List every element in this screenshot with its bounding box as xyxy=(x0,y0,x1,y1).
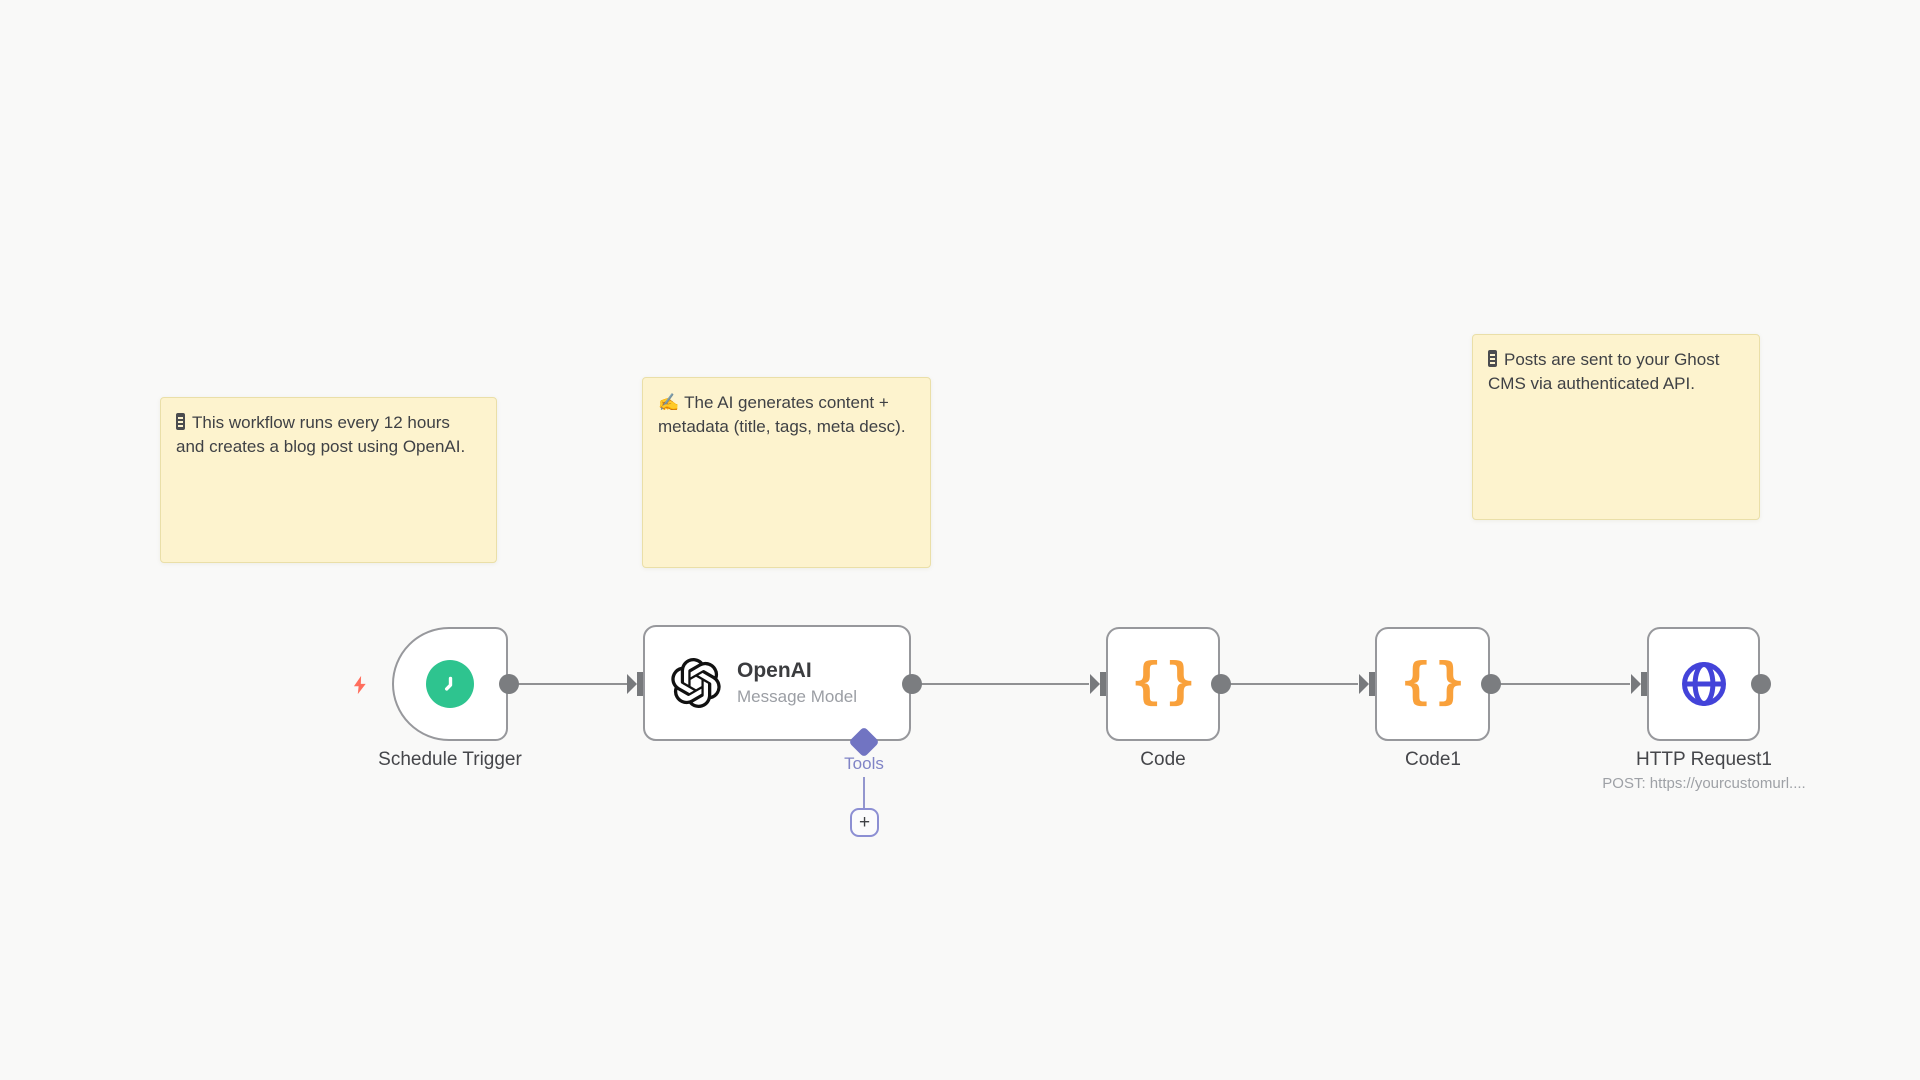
output-endpoint[interactable] xyxy=(902,674,922,694)
lightning-bolt-icon xyxy=(353,675,366,695)
output-endpoint[interactable] xyxy=(1751,674,1771,694)
node-http-request1[interactable] xyxy=(1647,627,1760,741)
output-endpoint[interactable] xyxy=(1481,674,1501,694)
writing-hand-icon: ✍ xyxy=(658,393,680,412)
connection-schedule-openai[interactable] xyxy=(509,683,628,685)
missing-glyph-icon xyxy=(1488,350,1497,367)
input-arrow-icon xyxy=(1090,674,1100,694)
node-label-http-request1: HTTP Request1 xyxy=(1636,749,1772,770)
missing-glyph-icon xyxy=(176,413,185,430)
braces-icon: {} xyxy=(1400,652,1470,710)
globe-icon xyxy=(1681,662,1726,706)
input-endpoint[interactable] xyxy=(1100,672,1109,696)
sticky-note-text: Posts are sent to your Ghost CMS via aut… xyxy=(1488,350,1720,393)
node-label-schedule-trigger: Schedule Trigger xyxy=(378,749,522,770)
input-arrow-icon xyxy=(627,674,637,694)
input-endpoint[interactable] xyxy=(1369,672,1378,696)
openai-logo xyxy=(671,658,721,708)
node-subtitle: Message Model xyxy=(737,687,858,706)
node-label-code: Code xyxy=(1140,749,1186,770)
sticky-note-text: This workflow runs every 12 hours and cr… xyxy=(176,413,466,456)
node-openai[interactable]: OpenAI Message Model xyxy=(643,625,911,741)
sticky-note-ai[interactable]: ✍The AI generates content + metadata (ti… xyxy=(642,377,931,568)
connection-openai-code[interactable] xyxy=(912,683,1089,685)
input-arrow-icon xyxy=(1359,674,1369,694)
add-tool-button[interactable]: + xyxy=(850,808,879,837)
output-endpoint[interactable] xyxy=(1211,674,1231,694)
output-endpoint[interactable] xyxy=(499,674,519,694)
sticky-note-text: The AI generates content + metadata (tit… xyxy=(658,393,906,436)
node-title: OpenAI xyxy=(737,659,812,682)
tools-connector-label: Tools xyxy=(844,754,884,773)
tools-connection-line xyxy=(863,777,865,808)
node-sublabel-http-request1: POST: https://yourcustomurl.... xyxy=(1602,775,1806,792)
sticky-note-schedule[interactable]: This workflow runs every 12 hours and cr… xyxy=(160,397,497,563)
clock-icon xyxy=(426,660,474,708)
input-endpoint[interactable] xyxy=(637,672,646,696)
input-arrow-icon xyxy=(1631,674,1641,694)
connection-code-code1[interactable] xyxy=(1221,683,1358,685)
sticky-note-ghost[interactable]: Posts are sent to your Ghost CMS via aut… xyxy=(1472,334,1760,520)
input-endpoint[interactable] xyxy=(1641,672,1650,696)
node-schedule-trigger[interactable] xyxy=(392,627,508,741)
node-code[interactable]: {} xyxy=(1106,627,1220,741)
braces-icon: {} xyxy=(1131,652,1200,710)
node-code1[interactable]: {} xyxy=(1375,627,1490,741)
node-label-code1: Code1 xyxy=(1405,749,1461,770)
connection-code1-http[interactable] xyxy=(1491,683,1630,685)
